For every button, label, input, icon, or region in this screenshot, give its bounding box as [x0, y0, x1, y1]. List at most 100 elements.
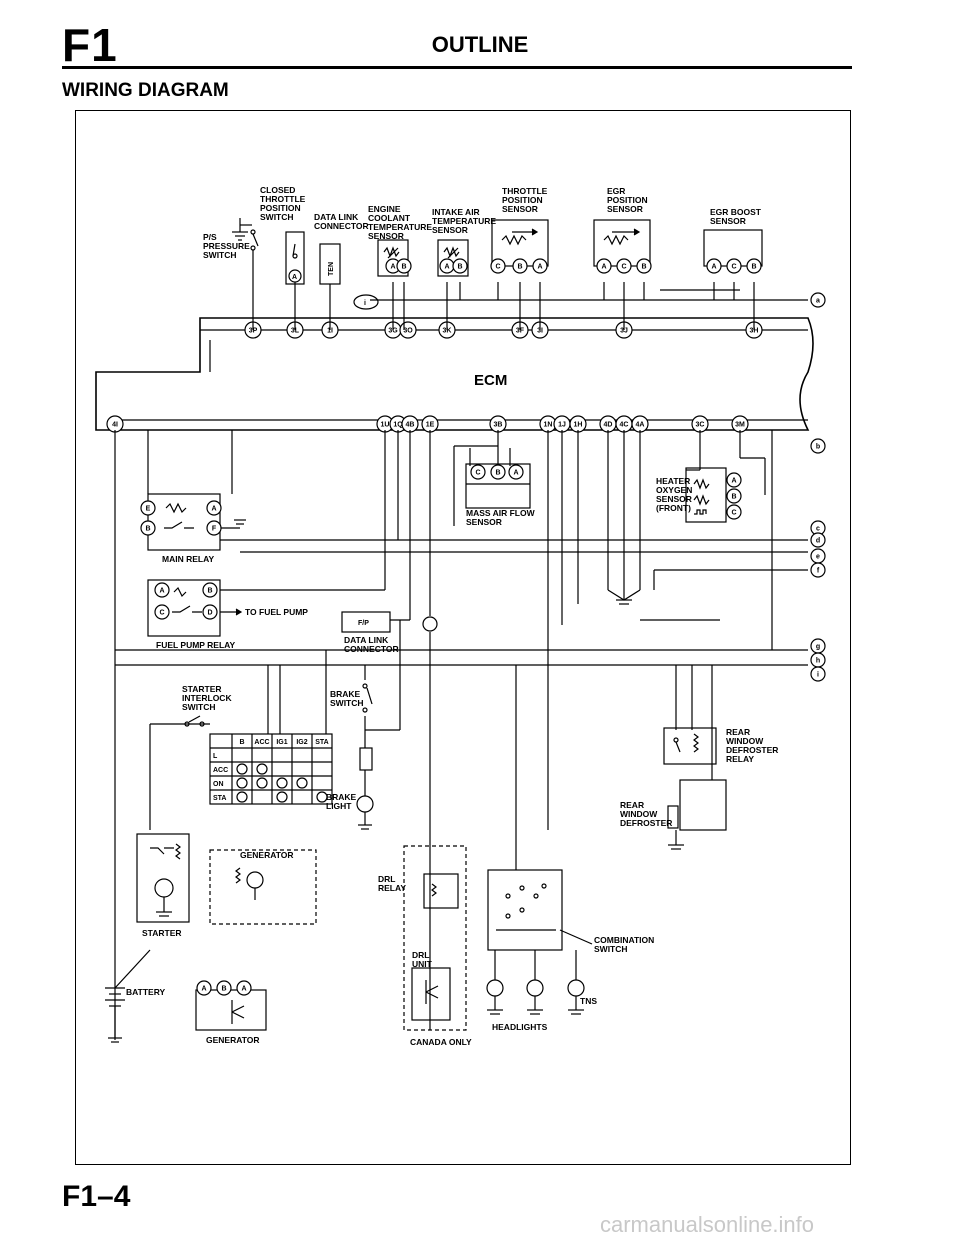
- rwd-label-2: WINDOW: [620, 809, 658, 819]
- tps-pin-c-label: C: [495, 264, 500, 271]
- ign-contact: [316, 791, 328, 803]
- ctp-label-3: POSITION: [260, 203, 301, 213]
- main-relay-pin-e-label: E: [146, 506, 151, 513]
- ctp-label-1: CLOSED: [260, 185, 295, 195]
- egr-pos-label-3: SENSOR: [607, 204, 643, 214]
- to-fuel-pump-label: TO FUEL PUMP: [245, 607, 308, 617]
- generator-conn-pin-0: A: [196, 980, 212, 996]
- ecm-bottom-pin-3c: 3C: [691, 415, 709, 433]
- tps-pin-a: A: [532, 258, 548, 274]
- fuel-pump-relay: [147, 579, 243, 637]
- ecm-bottom-pin-4a: 4A: [631, 415, 649, 433]
- ecm-bottom-pin-4d-label: 4D: [604, 422, 613, 429]
- header-rule: [62, 66, 852, 69]
- connector-d-label: d: [816, 538, 820, 545]
- starter-interlock-label-3: SWITCH: [182, 702, 216, 712]
- ecm-top-pin-3k-label: 3K: [443, 328, 452, 335]
- ign-header-ig1: IG1: [276, 739, 287, 746]
- ecm-bottom-pin-4i: 4I: [106, 415, 124, 433]
- egr-boost-pin-a: A: [706, 258, 722, 274]
- tps-label-1: THROTTLE: [502, 186, 548, 196]
- top-wiring: [353, 282, 808, 330]
- starter-interlock-label-1: STARTER: [182, 684, 222, 694]
- watermark: carmanualsonline.info: [600, 1212, 815, 1237]
- main-relay-pin-f: F: [206, 520, 222, 536]
- iat-pin-b-label: B: [457, 264, 462, 271]
- ect-pin-a-label: A: [390, 264, 395, 271]
- rwd-relay-label-3: DEFROSTER: [726, 745, 778, 755]
- egr-boost-pin-c: C: [726, 258, 742, 274]
- ign-row-l: L: [213, 753, 218, 760]
- ecm-bottom-pin-3m-label: 3M: [735, 422, 745, 429]
- ect-label-2: COOLANT: [368, 213, 411, 223]
- maf-pin-b-label: B: [495, 470, 500, 477]
- tps-pin-a-label: A: [537, 264, 542, 271]
- ps-label-3: SWITCH: [203, 250, 237, 260]
- lamp-icon: [422, 616, 438, 632]
- ho2s-pin-b-label: B: [731, 494, 736, 501]
- egr-pos-pin-b-label: B: [641, 264, 646, 271]
- generator-conn-pin-2-label: A: [241, 986, 246, 993]
- drl-group: [403, 845, 467, 1031]
- battery-label: BATTERY: [126, 987, 166, 997]
- connector-e-label: e: [816, 554, 820, 561]
- ecm-bottom-pin-1h-label: 1H: [574, 422, 583, 429]
- ecm-bottom-pin-4a-label: 4A: [636, 422, 645, 429]
- dlc-fp-label-1: DATA LINK: [344, 635, 389, 645]
- ho2s-pin-c-label: C: [731, 510, 736, 517]
- fuel-pump-relay-label: FUEL PUMP RELAY: [156, 640, 236, 650]
- ecm-bottom-pin-3b: 3B: [489, 415, 507, 433]
- ect-sensor: [377, 239, 409, 277]
- fuel-pump-relay-pin-a-label: A: [159, 588, 164, 595]
- generator-bottom: [195, 989, 267, 1031]
- connector-f-label: f: [817, 568, 820, 575]
- main-relay-pin-a-label: A: [211, 506, 216, 513]
- ecm-top-pin-3l-label: 3L: [291, 328, 300, 335]
- egr-boost-pin-b-label: B: [751, 264, 756, 271]
- ect-pin-a: A: [385, 258, 401, 274]
- connector-b: b: [810, 438, 826, 454]
- section-title: WIRING DIAGRAM: [62, 80, 229, 101]
- main-relay-pin-b: B: [140, 520, 156, 536]
- egr-pos-pin-b: B: [636, 258, 652, 274]
- main-relay-label: MAIN RELAY: [162, 554, 214, 564]
- ecm-bottom-pin-3b-label: 3B: [494, 422, 503, 429]
- ecm-bottom-pin-1u-label: 1U: [381, 422, 390, 429]
- egr-boost-label-1: EGR BOOST: [710, 207, 762, 217]
- generator-conn-pin-1-label: B: [221, 986, 226, 993]
- connector-h-label: h: [816, 658, 820, 665]
- generator-conn-pin-1: B: [216, 980, 232, 996]
- combination-switch: [487, 869, 593, 951]
- battery: [105, 949, 151, 1043]
- brake-switch-label-1: BRAKE: [330, 689, 361, 699]
- main-wiring: [114, 430, 808, 1040]
- connector-c-label: c: [816, 526, 820, 533]
- combination-switch-label-2: SWITCH: [594, 944, 628, 954]
- starter-label: STARTER: [142, 928, 182, 938]
- ho2s-pin-a-label: A: [731, 478, 736, 485]
- connector-a-label: a: [816, 298, 820, 305]
- starter-interlock-switch: [149, 715, 210, 830]
- drl-relay-label-1: DRL: [378, 874, 395, 884]
- drl-relay-label-2: RELAY: [378, 883, 406, 893]
- ctp-label-4: SWITCH: [260, 212, 294, 222]
- egr-pos-pin-c-label: C: [621, 264, 626, 271]
- ecm-top-pin-3p-label: 3P: [249, 328, 258, 335]
- drl-unit-label-1: DRL: [412, 950, 429, 960]
- dlc-top-label-1: DATA LINK: [314, 212, 359, 222]
- ecm-top-pin-3o-label: 3O: [403, 328, 413, 335]
- dlc-fp-label-2: CONNECTOR: [344, 644, 399, 654]
- starter-interlock-label-2: INTERLOCK: [182, 693, 232, 703]
- brake-switch: [356, 683, 374, 813]
- ecm-bottom-pin-4c-label: 4C: [620, 422, 629, 429]
- generator-bottom-label: GENERATOR: [206, 1035, 260, 1045]
- ho2s-label-4: (FRONT): [656, 503, 691, 513]
- iat-pin-a: A: [439, 258, 455, 274]
- ho2s-label-1: HEATER: [656, 476, 690, 486]
- brake-light-label-1: BRAKE: [326, 792, 357, 802]
- ecm-bottom-pin-3c-label: 3C: [696, 422, 705, 429]
- ecm-top-pin-3g-label: 3G: [388, 328, 398, 335]
- ps-label-1: P/S: [203, 232, 217, 242]
- generator-top-label: GENERATOR: [240, 850, 294, 860]
